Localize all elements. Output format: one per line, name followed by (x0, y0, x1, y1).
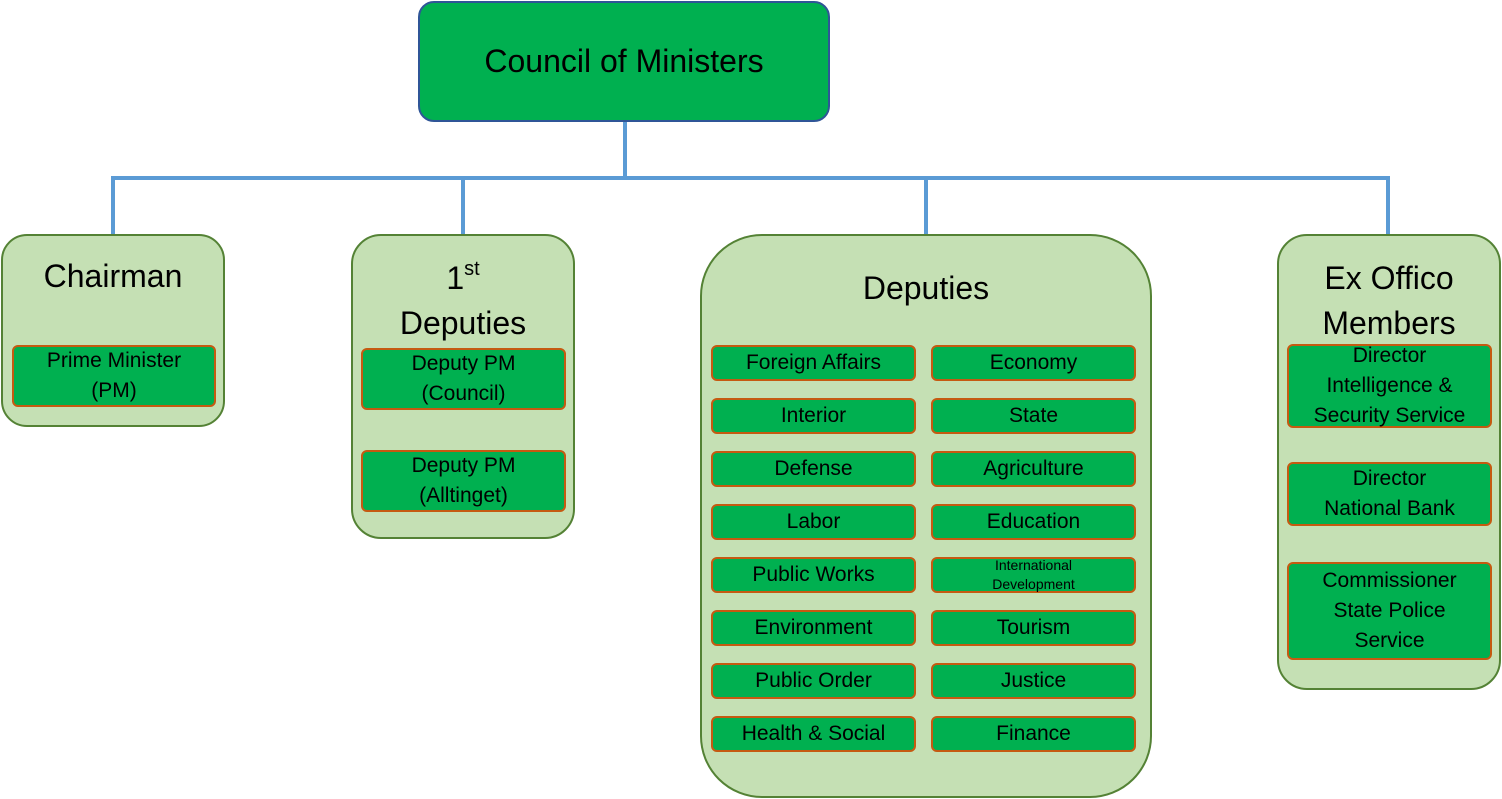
first-deputies-title-word: Deputies (399, 305, 527, 341)
node-label: Justice (1000, 669, 1067, 692)
node-prime-minister: Prime Minister (PM) (12, 345, 216, 407)
node-label: Finance (996, 722, 1071, 745)
deputy-right-2: Agriculture (931, 451, 1136, 487)
deputy-left-5: Environment (711, 610, 916, 646)
deputy-left-7: Health & Social (711, 716, 916, 752)
node-label: International Development (992, 557, 1075, 592)
chairman-group: Chairman Prime Minister (PM) (1, 234, 225, 427)
node-label: Education (986, 510, 1081, 533)
chairman-title: Chairman (43, 258, 183, 294)
first-deputies-title: 1st (353, 256, 573, 301)
node-label: Prime Minister (PM) (46, 349, 182, 402)
deputy-left-1: Interior (711, 398, 916, 434)
first-deputies-title-number: 1 (446, 260, 465, 296)
node-label: Deputy PM (Alltinget) (411, 454, 516, 507)
node-director-intelligence: Director Intelligence & Security Service (1287, 344, 1492, 428)
ex-officio-group: Ex Offico Members Director Intelligence … (1277, 234, 1501, 690)
node-label: Economy (989, 351, 1078, 374)
deputies-title: Deputies (862, 270, 990, 306)
first-deputies-group: 1st Deputies Deputy PM (Council) Deputy … (351, 234, 575, 539)
first-deputies-title-superscript: st (464, 258, 480, 280)
node-director-national-bank: Director National Bank (1287, 462, 1492, 526)
deputy-right-7: Finance (931, 716, 1136, 752)
node-deputy-pm-alltinget: Deputy PM (Alltinget) (361, 450, 566, 512)
node-label: Deputy PM (Council) (411, 352, 516, 405)
node-label: Public Works (752, 563, 875, 586)
node-label: Commissioner State Police Service (1322, 569, 1457, 652)
deputy-right-4: International Development (931, 557, 1136, 593)
node-label: Foreign Affairs (745, 351, 881, 374)
node-label: State (1008, 404, 1059, 427)
deputy-left-0: Foreign Affairs (711, 345, 916, 381)
deputy-right-3: Education (931, 504, 1136, 540)
deputy-right-5: Tourism (931, 610, 1136, 646)
node-label: Health & Social (741, 722, 886, 745)
node-label: Labor (786, 510, 841, 533)
node-label: Director National Bank (1324, 467, 1455, 520)
deputy-right-0: Economy (931, 345, 1136, 381)
node-deputy-pm-council: Deputy PM (Council) (361, 348, 566, 410)
node-label: Interior (780, 404, 847, 427)
node-label: Environment (754, 616, 873, 639)
node-label: Tourism (996, 616, 1071, 639)
deputy-left-3: Labor (711, 504, 916, 540)
node-label: Agriculture (983, 457, 1084, 480)
deputy-left-6: Public Order (711, 663, 916, 699)
node-label: Public Order (755, 669, 872, 692)
ex-officio-title: Ex Offico Members (1322, 260, 1456, 341)
node-commissioner-police: Commissioner State Police Service (1287, 562, 1492, 660)
deputy-left-4: Public Works (711, 557, 916, 593)
council-of-ministers-label: Council of Ministers (484, 43, 764, 79)
node-label: Director Intelligence & Security Service (1313, 344, 1466, 427)
deputy-left-2: Defense (711, 451, 916, 487)
deputy-right-6: Justice (931, 663, 1136, 699)
deputy-right-1: State (931, 398, 1136, 434)
node-label: Defense (774, 457, 853, 480)
council-of-ministers-box: Council of Ministers (418, 1, 830, 122)
